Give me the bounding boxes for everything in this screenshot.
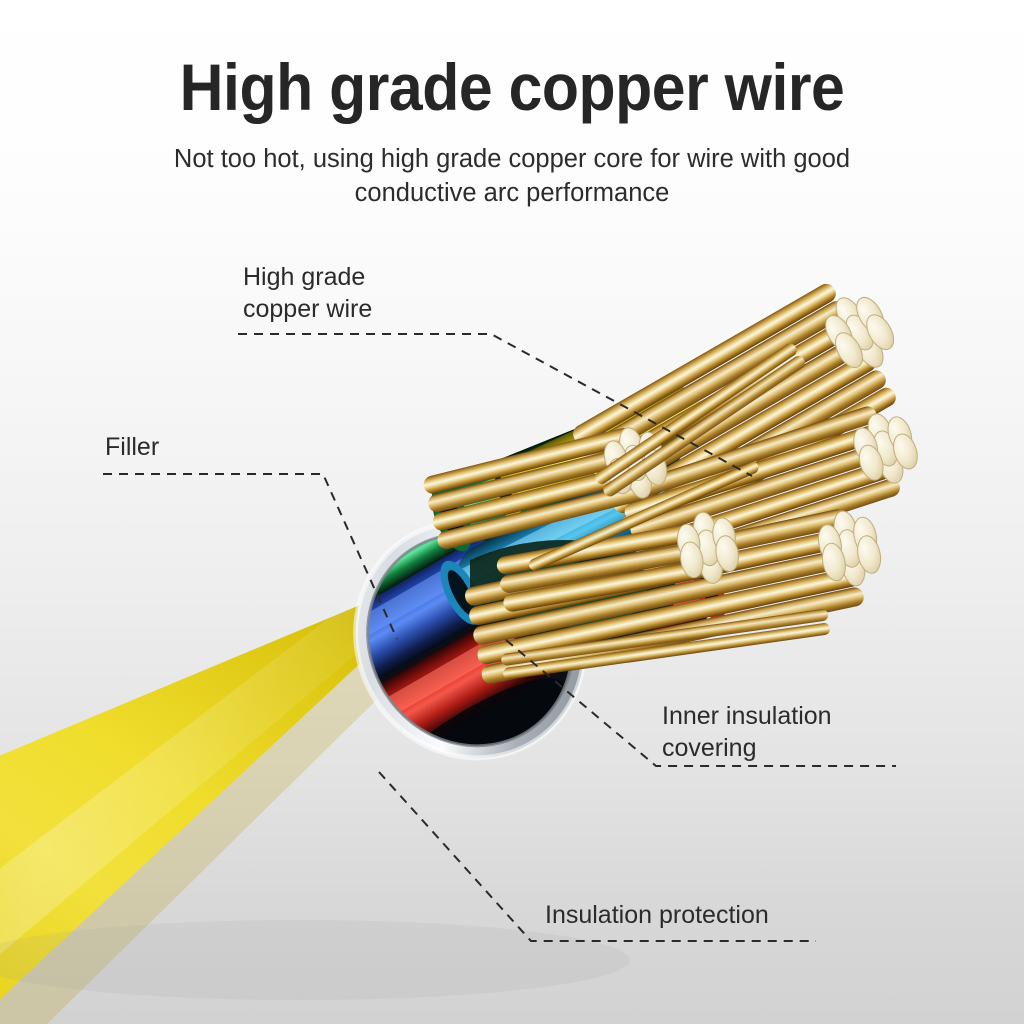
- callout-label-inner-insulation: Inner insulation covering: [662, 702, 832, 762]
- outer-jacket: [0, 570, 478, 1024]
- strand-end-cluster-a: [825, 296, 895, 369]
- page-title: High grade copper wire: [179, 50, 845, 124]
- callout-label-insulation-protection: Insulation protection: [545, 901, 769, 929]
- strand-end-cluster-e: [676, 511, 739, 584]
- copper-stray-strands: [501, 343, 831, 680]
- leader-filler: [103, 473, 398, 640]
- leader-inner-insulation: [505, 639, 896, 767]
- header: High grade copper wire Not too hot, usin…: [0, 0, 1024, 211]
- leader-insulation-protection: [378, 771, 816, 942]
- strand-end-cluster-d: [817, 510, 882, 587]
- callout-label-filler: Filler: [105, 433, 160, 461]
- leader-copper-wire: [238, 333, 753, 477]
- page-subtitle: Not too hot, using high grade copper cor…: [173, 145, 851, 208]
- callout-label-copper-wire: High grade copper wire: [243, 263, 373, 323]
- strand-end-cluster-b: [853, 413, 918, 484]
